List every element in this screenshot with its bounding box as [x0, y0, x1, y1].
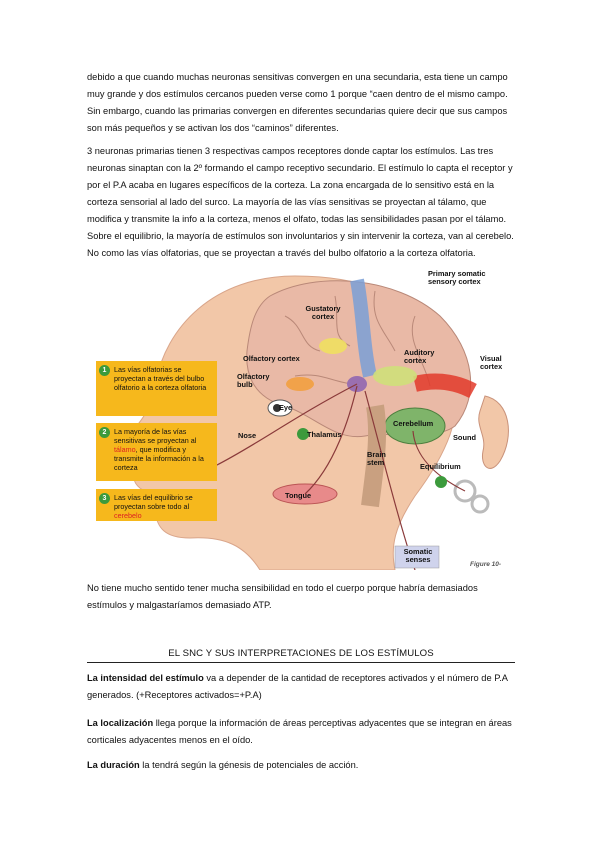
note-equilibrium: 3 Las vías del equilibrio se proyectan s… [96, 489, 217, 521]
note-olfactory: 1 Las vías olfatorias se proyectan a tra… [96, 361, 217, 416]
item-intensity-term: La intensidad del estímulo [87, 673, 204, 683]
label-equilibrium: Equilibrium [420, 462, 461, 471]
label-tongue: Tongue [285, 491, 312, 500]
badge-1: 1 [99, 365, 110, 376]
badge-2: 2 [99, 427, 110, 438]
label-primary-somatic-cortex: Primary somatic sensory cortex [428, 269, 486, 286]
label-figure-ref: Figure 10- [470, 561, 502, 568]
note-thalamus: 2 La mayoría de las vías sensitivas se p… [96, 423, 217, 481]
note-equilibrium-text-a: Las vías del equilibrio se proyectan sob… [114, 493, 193, 511]
label-brain-stem: Brain stem [367, 450, 386, 467]
note-equilibrium-highlight: cerebelo [114, 511, 142, 520]
item-duration-term: La duración [87, 760, 140, 770]
label-visual-cortex: Visual cortex [480, 354, 503, 371]
label-nose: Nose [238, 431, 257, 440]
label-olfactory-bulb: Olfactory bulb [237, 372, 270, 389]
item-localization: La localización llega porque la informac… [87, 715, 515, 749]
paragraph-primary-neurons: 3 neuronas primarias tienen 3 respectiva… [87, 146, 514, 258]
item-localization-text: llega porque la información de áreas per… [87, 718, 512, 745]
label-somatic-senses: Somatic senses [403, 547, 433, 564]
section-heading: EL SNC Y SUS INTERPRETACIONES DE LOS EST… [87, 648, 515, 663]
note-olfactory-text: Las vías olfatorias se proyectan a travé… [114, 365, 207, 392]
item-duration: La duración la tendrá según la génesis d… [87, 757, 515, 774]
label-thalamus: Thalamus [307, 430, 342, 439]
label-sound: Sound [453, 433, 476, 442]
item-duration-text: la tendrá según la génesis de potenciale… [139, 760, 359, 770]
paragraph-sensitivity: No tiene mucho sentido tener mucha sensi… [87, 583, 478, 610]
paragraph-receptive-fields: debido a que cuando muchas neuronas sens… [87, 72, 508, 133]
note-thalamus-highlight: tálamo [114, 445, 136, 454]
label-olfactory-cortex: Olfactory cortex [243, 354, 300, 363]
item-intensity-text: va a depender de la cantidad de receptor… [87, 673, 508, 700]
item-intensity: La intensidad del estímulo va a depender… [87, 670, 515, 704]
section-heading-text: EL SNC Y SUS INTERPRETACIONES DE LOS EST… [168, 648, 434, 659]
label-auditory-cortex: Auditory cortex [404, 348, 435, 365]
label-eye: Eye [279, 403, 293, 412]
badge-3: 3 [99, 493, 110, 504]
item-localization-term: La localización [87, 718, 154, 728]
label-gustatory-cortex: Gustatory cortex [305, 304, 341, 321]
label-cerebellum: Cerebellum [393, 419, 434, 428]
note-thalamus-text-a: La mayoría de las vías sensitivas se pro… [114, 427, 197, 445]
note-thalamus-text-b: , que modifica y transmite la informació… [114, 445, 204, 472]
